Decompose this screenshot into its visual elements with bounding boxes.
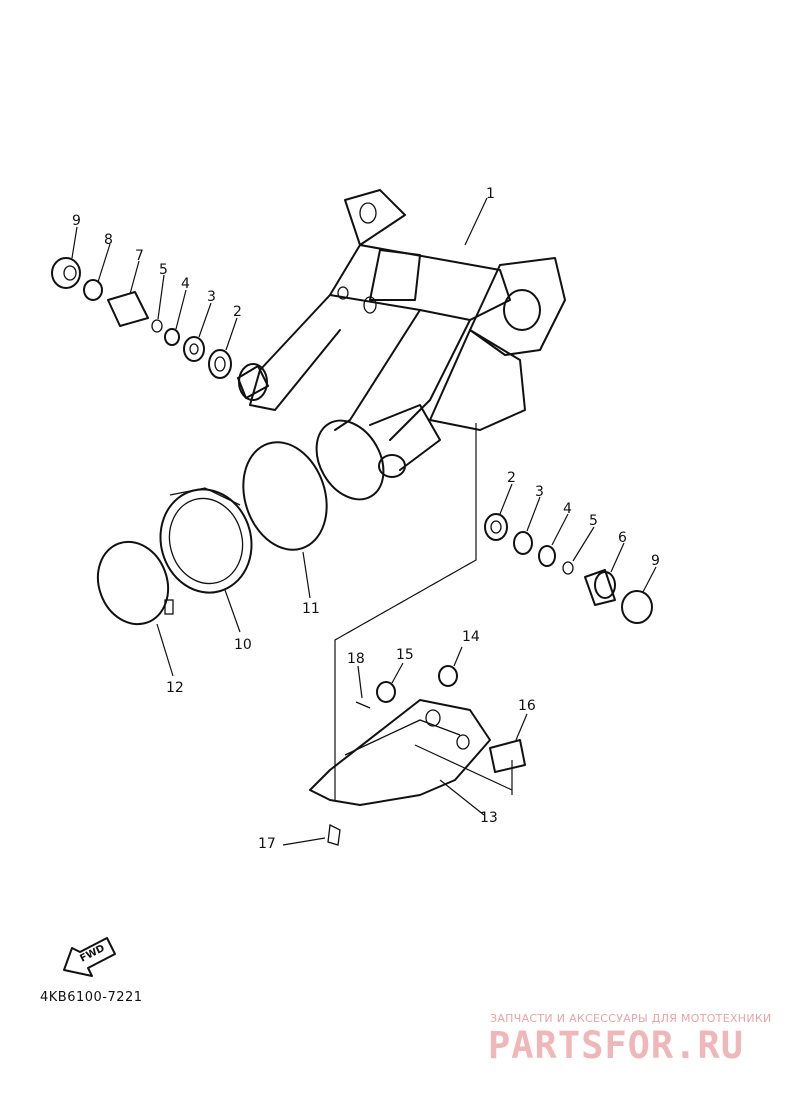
callout-5-left: 5 (159, 262, 168, 278)
callout-18: 18 (347, 651, 365, 667)
callout-16: 16 (518, 698, 536, 714)
callout-14: 14 (462, 629, 480, 645)
callout-2-left: 2 (233, 304, 242, 320)
callout-8: 8 (104, 232, 113, 248)
callout-2-right: 2 (507, 470, 516, 486)
callout-6: 6 (618, 530, 627, 546)
callout-9-left: 9 (72, 213, 81, 229)
diagram-code: 4KB6100-7221 (40, 990, 143, 1005)
callout-3-left: 3 (207, 289, 216, 305)
callout-labels: 1 2 3 4 5 7 8 9 2 3 4 5 6 9 10 11 12 13 … (72, 186, 660, 852)
callout-4-right: 4 (563, 501, 572, 517)
boot-and-clamps (96, 441, 328, 626)
callout-15: 15 (396, 647, 414, 663)
fwd-arrow-icon: FWD (63, 937, 116, 977)
chain-guard-assembly (309, 665, 526, 846)
callout-11: 11 (302, 601, 320, 617)
callout-7: 7 (135, 248, 144, 264)
watermark-tagline: ЗАПЧАСТИ И АКСЕССУАРЫ ДЛЯ МОТОТЕХНИКИ (490, 1012, 772, 1025)
callout-13: 13 (480, 810, 498, 826)
callout-12: 12 (166, 680, 184, 696)
callout-3-right: 3 (535, 484, 544, 500)
callout-1: 1 (486, 186, 495, 202)
callout-17: 17 (258, 836, 276, 852)
swing-arm (237, 189, 566, 501)
callout-9-right: 9 (651, 553, 660, 569)
callout-10: 10 (234, 637, 252, 653)
callout-4-left: 4 (181, 276, 190, 292)
callout-5-right: 5 (589, 513, 598, 529)
right-bearing-stack (484, 513, 653, 624)
leader-lines (71, 197, 657, 846)
watermark-logo: PARTSFOR.RU (488, 1024, 745, 1067)
left-bearing-stack (51, 257, 232, 379)
